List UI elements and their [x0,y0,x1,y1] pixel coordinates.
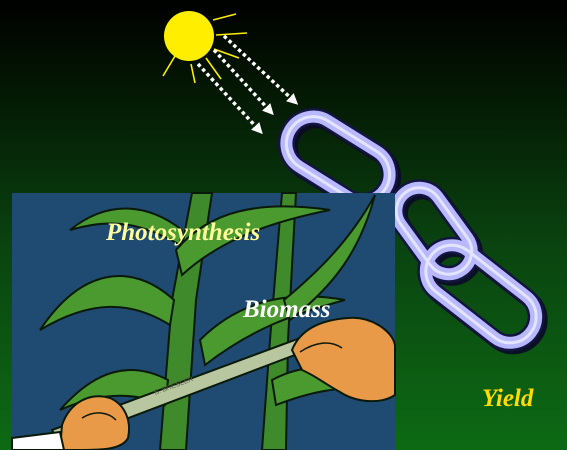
light-ray-arrows [198,36,294,130]
yield-label: Yield [482,385,533,413]
biomass-label: Biomass [243,296,331,324]
photosynthesis-label: Photosynthesis [106,219,260,247]
